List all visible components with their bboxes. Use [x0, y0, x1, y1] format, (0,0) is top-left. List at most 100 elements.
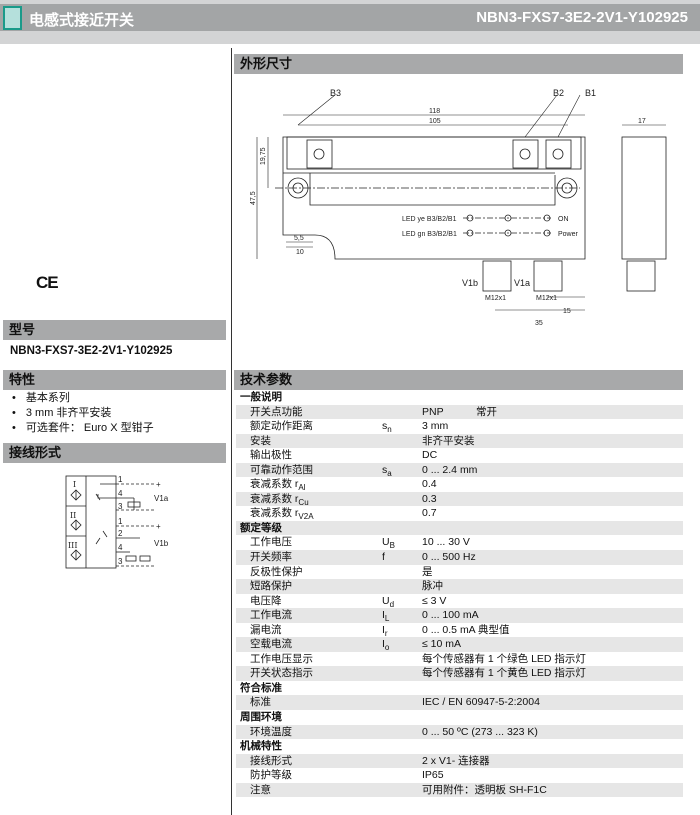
spec-label-subscript: V2A	[298, 512, 314, 522]
spec-label: 空载电流	[250, 637, 292, 652]
feature-item: 可选套件： Euro X 型钳子	[12, 421, 154, 436]
spec-symbol-subscript: L	[384, 614, 390, 624]
spec-label: 标准	[250, 695, 271, 710]
spec-label: 工作电压	[250, 535, 292, 550]
sensor-symbol-icon	[70, 549, 82, 561]
dim-10: 10	[296, 249, 304, 256]
spec-value: 非齐平安装	[422, 434, 475, 447]
spec-row: 注意可用附件：透明板 SH-F1C	[236, 782, 683, 798]
spec-label: 短路保护	[250, 579, 292, 594]
pin-label: 1	[118, 517, 123, 526]
spec-label: 开关点功能	[250, 405, 303, 420]
dim-105: 105	[429, 118, 441, 125]
spec-symbol-text: I	[382, 623, 385, 636]
spec-value: 10 ... 30 V	[422, 536, 470, 549]
spec-label-subscript: Al	[298, 483, 306, 493]
pin-label: 3	[118, 502, 123, 511]
power-label: Power	[558, 231, 579, 238]
pin-label: 1	[118, 475, 123, 484]
pin-label: 4	[118, 489, 123, 498]
spec-label: 衰减系数 rAl	[250, 477, 306, 496]
feature-item: 基本系列	[12, 391, 154, 406]
tech-heading: 技术参数	[234, 370, 683, 390]
spec-row: 短路保护脉冲	[236, 579, 683, 594]
channel-label: I	[73, 480, 76, 489]
b1-label: B1	[585, 88, 596, 98]
spec-label-text: 工作电流	[250, 609, 292, 622]
spec-label: 工作电流	[250, 608, 292, 623]
on-label: ON	[558, 216, 569, 223]
header-model: NBN3-FXS7-3E2-2V1-Y102925	[476, 9, 688, 26]
ce-mark: CE	[36, 273, 59, 292]
spec-value: DC	[422, 449, 438, 462]
thread-label: M12x1	[536, 295, 557, 302]
spec-label: 漏电流	[250, 623, 282, 638]
spec-label-text: 工作电压显示	[250, 652, 313, 665]
spec-value: 0.3	[422, 492, 437, 505]
dimension-drawing: B3 B2 B1 118 105 17 19,75 47,5 5,5 10 LE…	[250, 88, 667, 327]
spec-label-subscript: Cu	[298, 497, 309, 507]
spec-label-text: 短路保护	[250, 580, 292, 593]
dim-47-5: 47,5	[250, 191, 257, 205]
spec-label-text: 防护等级	[250, 769, 292, 782]
spec-value: 2 x V1- 连接器	[422, 754, 490, 767]
spec-value: 0 ... 50 ºC (273 ... 323 K)	[422, 725, 538, 738]
spec-label: 安装	[250, 434, 271, 449]
spec-value: 0 ... 0.5 mA 典型值	[422, 623, 510, 636]
column-divider	[231, 48, 232, 815]
spec-section-header: 一般说明	[236, 390, 683, 405]
plus-label: +	[156, 480, 161, 489]
plus-label: +	[156, 522, 161, 531]
spec-row: 安装 非齐平安装	[236, 433, 683, 449]
channel-label: III	[68, 541, 77, 550]
wiring-diagram: I II III 1 4 3 1 2 4 3 + + V1a V1b	[65, 475, 169, 569]
wiring-box	[65, 475, 117, 569]
spec-label-text: 额定动作距离	[250, 420, 313, 433]
led-green-label: LED gn B3/B2/B1	[402, 231, 457, 238]
spec-symbol: f	[382, 550, 385, 565]
sensor-symbol-icon	[70, 489, 82, 501]
connector-label: V1a	[154, 494, 169, 503]
b3-label: B3	[330, 88, 341, 98]
spec-label: 注意	[250, 783, 271, 798]
spec-value: 是	[422, 565, 433, 578]
spec-section-label: 机械特性	[240, 740, 282, 753]
spec-label: 开关状态指示	[250, 666, 313, 681]
brand-square-icon	[3, 6, 22, 30]
b2-label: B2	[553, 88, 564, 98]
spec-section-header: 周围环境	[236, 710, 683, 725]
spec-symbol: Ud	[382, 594, 394, 613]
dim-118: 118	[429, 108, 440, 115]
spec-label-text: 开关点功能	[250, 405, 303, 418]
connector-v1b	[482, 260, 512, 292]
spec-label-text: 可靠动作范围	[250, 463, 313, 476]
spec-section-label: 一般说明	[240, 391, 282, 403]
spec-symbol-text: I	[382, 609, 385, 622]
spec-label: 额定动作距离	[250, 419, 313, 434]
spec-label-text: 衰减系数 r	[250, 507, 299, 520]
led-yellow-label: LED ye B3/B2/B1	[402, 216, 457, 223]
spec-symbol-subscript: r	[384, 628, 388, 638]
dim-5-5: 5,5	[294, 235, 304, 242]
spec-label: 可靠动作范围	[250, 463, 313, 478]
spec-value: 0 ... 500 Hz	[422, 551, 476, 564]
spec-label-text: 标准	[250, 696, 271, 709]
spec-label-text: 电压降	[250, 594, 282, 607]
spec-row: 工作电压显示每个传感器有 1 个绿色 LED 指示灯	[236, 652, 683, 667]
side-view-outline	[621, 136, 667, 260]
title-bar: 电感式接近开关 NBN3-FXS7-3E2-2V1-Y102925	[0, 4, 700, 31]
spec-symbol-text: s	[382, 420, 388, 433]
connector-v1a	[533, 260, 563, 292]
pin-label: 4	[118, 543, 123, 552]
